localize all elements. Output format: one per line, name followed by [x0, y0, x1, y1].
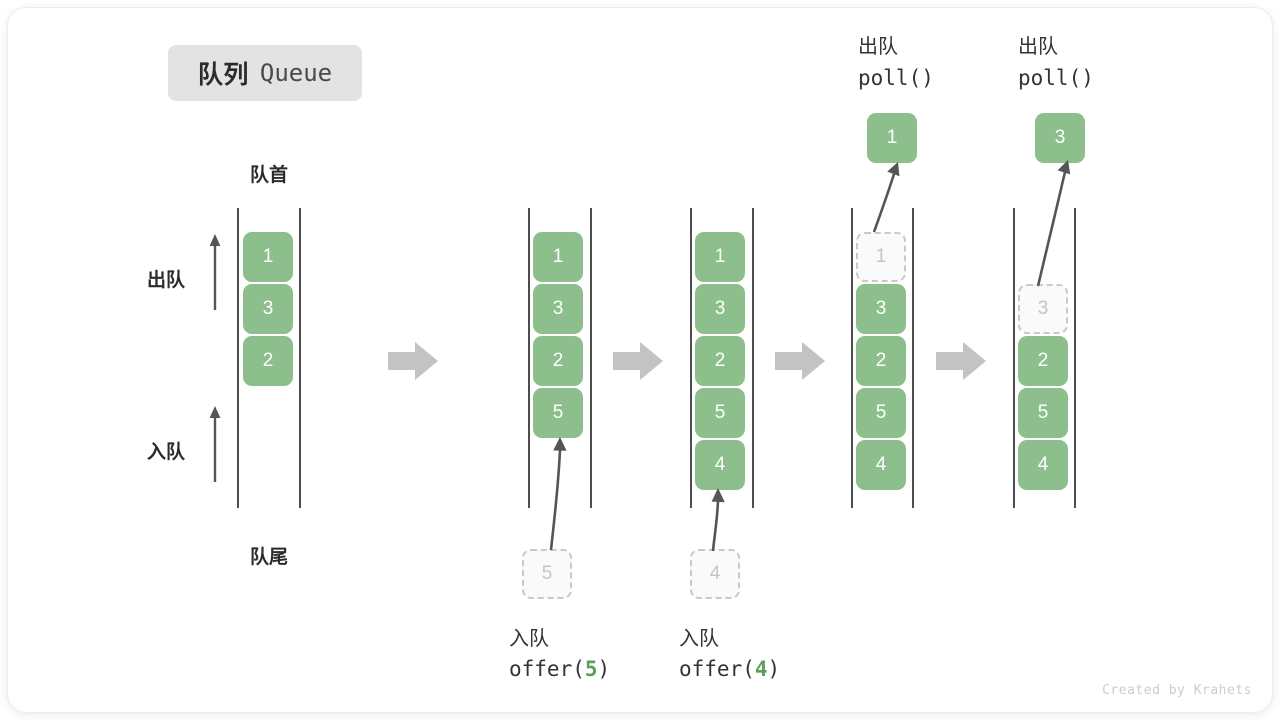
- offer-5-label-cn: 入队: [509, 628, 549, 650]
- col-poll1-rail-right: [912, 208, 914, 508]
- poll-1-label-code: poll(): [858, 66, 934, 90]
- cell-col0-0: 1: [243, 232, 293, 282]
- col-offer5-rail-right: [590, 208, 592, 508]
- cell-col1-1: 3: [533, 284, 583, 334]
- cell-col2-1: 3: [695, 284, 745, 334]
- diagram-stage: 队列 Queue 队首 队尾 出队 入队 1 3 2 1 3 2: [8, 8, 1272, 712]
- queue-head-label: 队首: [249, 165, 288, 186]
- diagram-card: 队列 Queue 队首 队尾 出队 入队 1 3 2 1 3 2: [8, 8, 1272, 712]
- offer-4-label-cn: 入队: [679, 628, 719, 650]
- cell-col4-0: 3: [1018, 284, 1068, 334]
- cell-col2-3: 5: [695, 388, 745, 438]
- col-offer4-rail-right: [752, 208, 754, 508]
- offer-5-code-prefix: offer(: [509, 657, 585, 681]
- diagram-title-cn: 队列: [197, 61, 249, 89]
- cell-col3-1: 3: [856, 284, 906, 334]
- col-offer5-rail-left: [528, 208, 530, 508]
- credit-text: Created by Krahets: [1102, 683, 1252, 698]
- cell-col4-2: 5: [1018, 388, 1068, 438]
- cell-col0-1: 3: [243, 284, 293, 334]
- cell-col2-2: 2: [695, 336, 745, 386]
- offer-4-code-prefix: offer(: [679, 657, 755, 681]
- offer-4-connector-arrow-icon: [711, 488, 725, 552]
- queue-tail-label: 队尾: [249, 547, 288, 568]
- col-initial-rail-right: [299, 208, 301, 508]
- diagram-title-badge: 队列 Queue: [168, 45, 362, 101]
- col-poll1-rail-left: [851, 208, 853, 508]
- col-initial-rail-left: [237, 208, 239, 508]
- cell-col2-0: 1: [695, 232, 745, 282]
- offer-5-label-code: offer(5): [509, 657, 610, 681]
- offer-5-code-value: 5: [584, 657, 598, 681]
- step-arrow-2-icon: [613, 342, 663, 380]
- dequeue-direction-label: 出队: [147, 270, 186, 291]
- incoming-ghost-5: 5: [522, 549, 572, 599]
- enqueue-direction-label: 入队: [147, 442, 186, 463]
- poll-3-label-code: poll(): [1018, 66, 1094, 90]
- col-poll3-rail-left: [1013, 208, 1015, 508]
- poll-3-label-cn: 出队: [1018, 36, 1058, 58]
- step-arrow-3-icon: [775, 342, 825, 380]
- step-arrow-4-icon: [936, 342, 986, 380]
- cell-col1-2: 2: [533, 336, 583, 386]
- cell-col3-0: 1: [856, 232, 906, 282]
- cell-col1-0: 1: [533, 232, 583, 282]
- cell-col4-1: 2: [1018, 336, 1068, 386]
- popped-cell-3: 3: [1035, 113, 1085, 163]
- offer-4-code-value: 4: [754, 657, 768, 681]
- cell-col3-3: 5: [856, 388, 906, 438]
- cell-col0-2: 2: [243, 336, 293, 386]
- cell-col3-4: 4: [856, 440, 906, 490]
- col-poll3-rail-right: [1074, 208, 1076, 508]
- cell-col3-2: 2: [856, 336, 906, 386]
- offer-5-connector-arrow-icon: [549, 437, 567, 551]
- dequeue-direction-arrow-icon: [209, 234, 221, 310]
- popped-cell-1: 1: [867, 113, 917, 163]
- offer-4-label-code: offer(4): [679, 657, 780, 681]
- step-arrow-1-icon: [388, 342, 438, 380]
- offer-4-code-suffix: ): [767, 657, 781, 681]
- enqueue-direction-arrow-icon: [209, 406, 221, 482]
- offer-5-code-suffix: ): [597, 657, 611, 681]
- diagram-title-en: Queue: [259, 59, 333, 87]
- poll-3-connector-arrow-icon: [1036, 160, 1071, 287]
- col-offer4-rail-left: [690, 208, 692, 508]
- cell-col4-3: 4: [1018, 440, 1068, 490]
- cell-col2-4: 4: [695, 440, 745, 490]
- cell-col1-3: 5: [533, 388, 583, 438]
- poll-1-label-cn: 出队: [858, 36, 898, 58]
- incoming-ghost-4: 4: [690, 549, 740, 599]
